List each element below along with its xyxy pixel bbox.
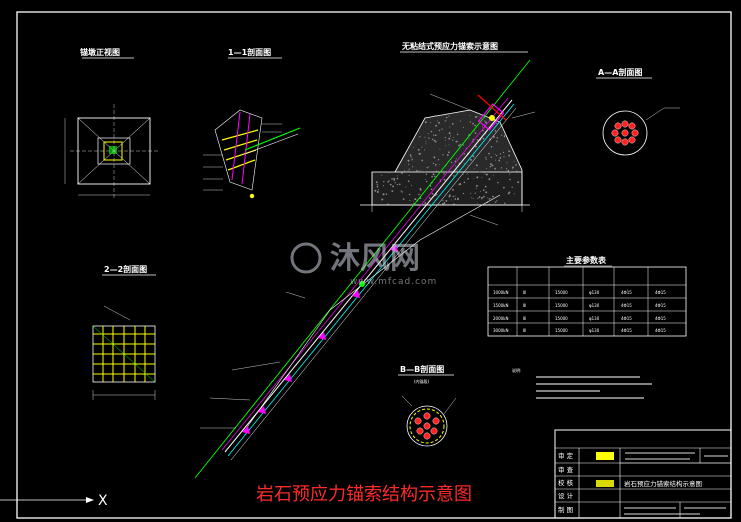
- strand-bundle-aa: [611, 120, 639, 146]
- notes-label: 说明:: [512, 367, 521, 373]
- table-cell: 4Φ15: [621, 303, 632, 308]
- x-axis-marker: X: [0, 493, 108, 509]
- section-1-1: 1—1剖面图: [203, 47, 301, 199]
- drawing-caption: 岩石预应力锚索结构示意图: [256, 484, 472, 505]
- table-cell: 15000: [555, 316, 568, 321]
- table-cell: Ⅲ: [523, 316, 526, 321]
- table-cell: 4Φ15: [655, 303, 666, 308]
- table-cell: 3000kN: [493, 328, 509, 333]
- section-22-title: 2—2剖面图: [104, 264, 147, 274]
- params-table-title: 主要参数表: [566, 255, 607, 265]
- title-block: 审 定审 查校 核设 计制 图 岩石预应力锚索结构示意图: [554, 429, 732, 519]
- section-a-a: A—A剖面图: [596, 67, 680, 156]
- table-cell: 4Φ15: [621, 316, 632, 321]
- table-cell: 15000: [555, 328, 568, 333]
- main-anchor-view: 无粘结式预应力锚索示意图: [194, 41, 536, 479]
- strand-bundle-bb: [414, 412, 440, 440]
- table-cell: φ130: [589, 316, 600, 321]
- table-cell: 4Φ15: [655, 316, 666, 321]
- table-cell: Ⅲ: [523, 303, 526, 308]
- main-view-title: 无粘结式预应力锚索示意图: [401, 41, 498, 51]
- watermark: 沐风网 www.mfcad.com: [290, 241, 437, 287]
- title-block-label: 设 计: [558, 491, 574, 500]
- drawing-frame: [16, 11, 732, 519]
- table-cell: 1000kN: [493, 290, 509, 295]
- title-block-label: 校 核: [558, 478, 574, 487]
- title-block-label: 制 图: [558, 505, 573, 514]
- table-cell: φ130: [589, 290, 600, 295]
- section-bb-title: B—B剖面图: [400, 364, 444, 374]
- section-b-b: B—B剖面图 (内锚段): [398, 364, 457, 447]
- section-2-2: 2—2剖面图: [92, 264, 156, 400]
- table-cell: Ⅲ: [523, 290, 526, 295]
- table-cell: 15000: [555, 290, 568, 295]
- table-cell: φ130: [589, 303, 600, 308]
- front-view: 锚墩正视图: [64, 47, 158, 200]
- table-cell: Ⅲ: [523, 328, 526, 333]
- table-cell: 2000kN: [493, 316, 509, 321]
- notes: 说明:: [512, 367, 652, 399]
- section-aa-title: A—A剖面图: [598, 67, 642, 77]
- table-cell: 4Φ15: [621, 328, 632, 333]
- section-bb-subtitle: (内锚段): [414, 378, 430, 384]
- table-cell: 4Φ15: [655, 328, 666, 333]
- front-view-title: 锚墩正视图: [80, 47, 120, 57]
- title-block-drawing-title: 岩石预应力锚索结构示意图: [624, 479, 702, 488]
- table-cell: 4Φ15: [655, 290, 666, 295]
- x-axis-label: X: [98, 493, 108, 509]
- watermark-logo-text: 沐风网: [330, 241, 420, 276]
- table-cell: φ130: [589, 328, 600, 333]
- table-cell: 15000: [555, 303, 568, 308]
- watermark-url: www.mfcad.com: [350, 277, 437, 287]
- table-cell: 1500kN: [493, 303, 509, 308]
- section-1-1-title: 1—1剖面图: [228, 47, 271, 57]
- params-table: 主要参数表 1000kN Ⅲ 15000 φ130 4Φ15 4Φ15 1500kN Ⅲ 150…: [487, 255, 687, 337]
- table-cell: 4Φ15: [621, 290, 632, 295]
- title-block-label: 审 查: [558, 465, 574, 474]
- title-block-label: 审 定: [558, 451, 574, 460]
